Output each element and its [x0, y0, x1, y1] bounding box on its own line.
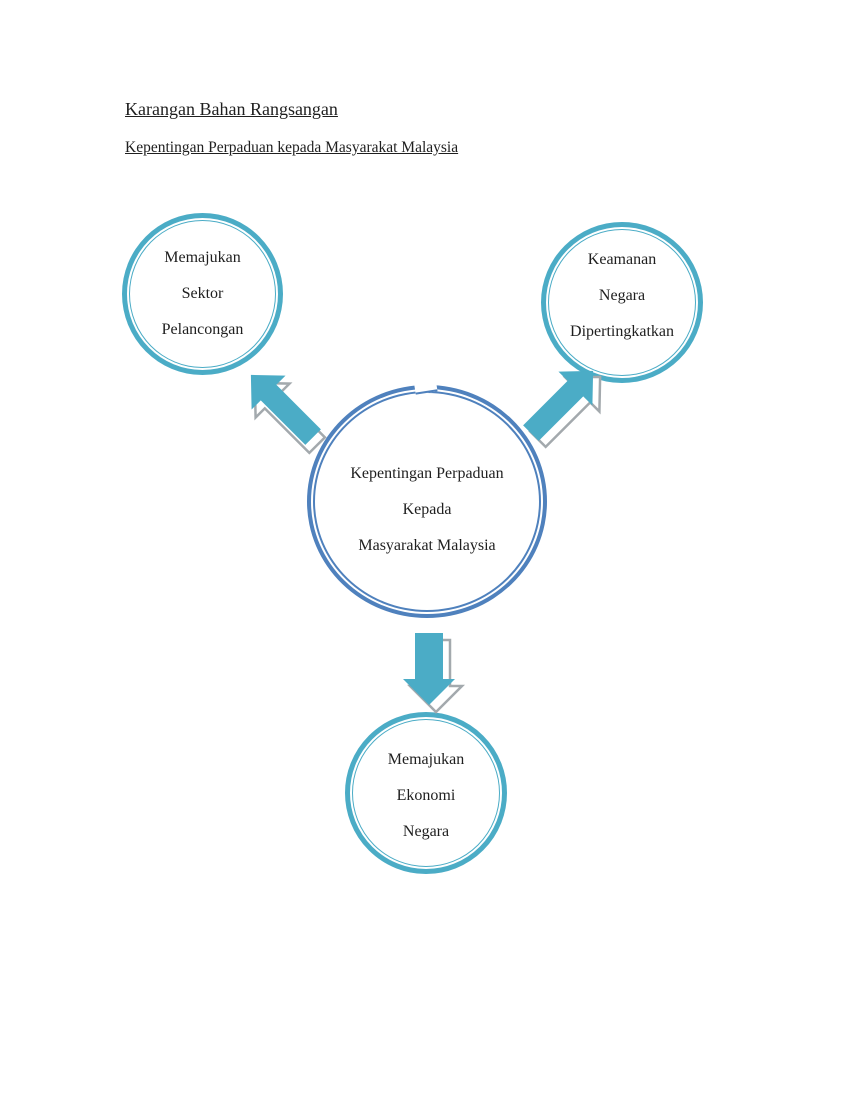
node-text-line: Negara	[402, 823, 450, 840]
node-text-line: Ekonomi	[396, 787, 456, 804]
node-tourism-sector: Memajukan Sektor Pelancongan	[122, 213, 283, 375]
node-text-line: Pelancongan	[161, 321, 244, 338]
node-text-line: Negara	[598, 286, 646, 304]
node-text-line: Masyarakat Malaysia	[358, 536, 496, 554]
node-text-line: Kepentingan Perpaduan	[350, 464, 504, 482]
arrow-up-left-icon	[250, 374, 327, 455]
node-text-line: Sektor	[181, 285, 224, 302]
node-national-security: Keamanan Negara Dipertingkatkan	[541, 222, 703, 383]
node-national-economy: Memajukan Ekonomi Negara	[345, 712, 507, 874]
node-text-line: Memajukan	[387, 751, 465, 768]
node-text-line: Kepada	[402, 500, 452, 518]
arrow-body	[523, 370, 594, 441]
page-title: Karangan Bahan Rangsangan	[125, 99, 338, 119]
node-text-line: Dipertingkatkan	[570, 322, 674, 340]
node-central-topic: Kepentingan Perpaduan Kepada Masyarakat …	[307, 385, 547, 618]
arrow-body	[250, 374, 321, 445]
node-text-line: Memajukan	[164, 249, 241, 266]
arrow-body	[403, 633, 455, 705]
arrow-down-icon	[403, 633, 466, 714]
page-subtitle: Kepentingan Perpaduan kepada Masyarakat …	[125, 139, 459, 156]
arrow-up-right-icon	[523, 370, 602, 449]
node-text-line: Keamanan	[587, 250, 657, 268]
